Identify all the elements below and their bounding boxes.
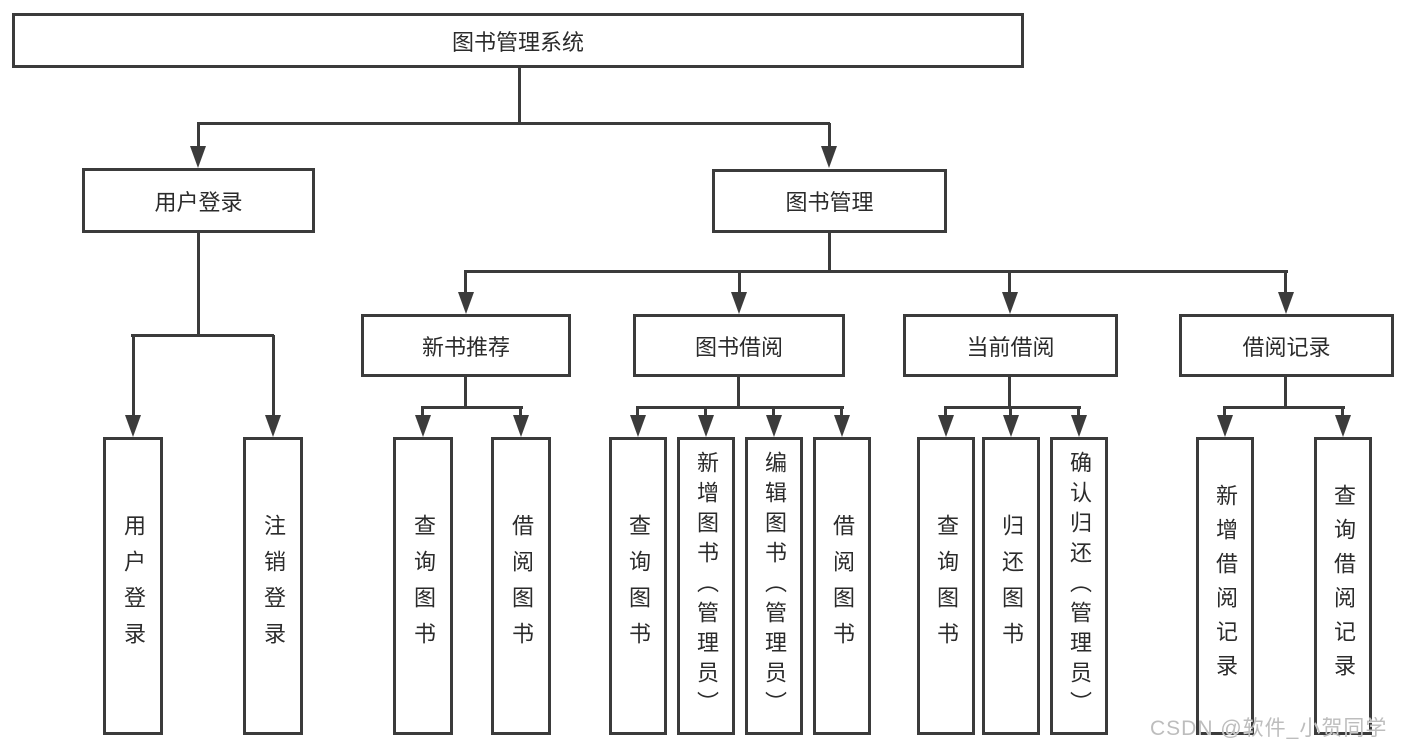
- node-user-login: 用户登录: [82, 168, 315, 233]
- connector-line: [197, 122, 830, 125]
- connector-line: [1341, 407, 1344, 418]
- arrowhead-icon: [821, 146, 837, 168]
- node-library-management-system: 图书管理系统: [12, 13, 1024, 68]
- connector-line: [132, 335, 135, 419]
- connector-line: [519, 407, 522, 418]
- leaf-br-add-record: 新增借阅记录: [1196, 437, 1254, 735]
- arrowhead-icon: [125, 415, 141, 437]
- connector-line: [518, 68, 521, 124]
- connector-line: [636, 407, 639, 418]
- leaf-user-login: 用户登录: [103, 437, 163, 735]
- connector-line: [272, 335, 275, 419]
- arrowhead-icon: [834, 415, 850, 437]
- arrowhead-icon: [1002, 292, 1018, 314]
- connector-line: [840, 407, 843, 418]
- leaf-br-query-record: 查询借阅记录: [1314, 437, 1372, 735]
- leaf-logout: 注销登录: [243, 437, 303, 735]
- connector-line: [1077, 407, 1080, 418]
- arrowhead-icon: [938, 415, 954, 437]
- leaf-bb-borrow-books: 借阅图书: [813, 437, 871, 735]
- connector-line: [197, 123, 200, 149]
- arrowhead-icon: [766, 415, 782, 437]
- node-current-borrowing: 当前借阅: [903, 314, 1118, 377]
- arrowhead-icon: [1217, 415, 1233, 437]
- connector-line: [1223, 406, 1345, 409]
- node-book-management: 图书管理: [712, 169, 947, 233]
- connector-line: [737, 377, 740, 407]
- connector-line: [131, 334, 274, 337]
- connector-line: [1009, 407, 1012, 418]
- leaf-cb-query-books: 查询图书: [917, 437, 975, 735]
- connector-line: [464, 270, 1288, 273]
- connector-line: [738, 271, 741, 296]
- arrowhead-icon: [1071, 415, 1087, 437]
- connector-line: [704, 407, 707, 418]
- arrowhead-icon: [1003, 415, 1019, 437]
- connector-line: [636, 406, 844, 409]
- connector-line: [828, 233, 831, 272]
- leaf-bb-edit-books-admin: 编辑图书（管理员）: [745, 437, 803, 735]
- arrowhead-icon: [630, 415, 646, 437]
- arrowhead-icon: [265, 415, 281, 437]
- node-book-borrowing: 图书借阅: [633, 314, 845, 377]
- connector-line: [464, 377, 467, 408]
- arrowhead-icon: [513, 415, 529, 437]
- connector-line: [944, 406, 1081, 409]
- node-borrowing-records: 借阅记录: [1179, 314, 1394, 377]
- csdn-watermark: CSDN @软件_小贺同学: [1150, 717, 1388, 740]
- connector-line: [944, 407, 947, 418]
- connector-line: [1284, 271, 1287, 296]
- connector-line: [828, 123, 831, 149]
- leaf-bb-add-books-admin: 新增图书（管理员）: [677, 437, 735, 735]
- arrowhead-icon: [1335, 415, 1351, 437]
- connector-line: [197, 233, 200, 336]
- node-new-book-recommendation: 新书推荐: [361, 314, 571, 377]
- leaf-nb-query-books: 查询图书: [393, 437, 453, 735]
- leaf-cb-return-books: 归还图书: [982, 437, 1040, 735]
- connector-line: [1008, 377, 1011, 408]
- connector-line: [1008, 271, 1011, 296]
- arrowhead-icon: [731, 292, 747, 314]
- leaf-bb-query-books: 查询图书: [609, 437, 667, 735]
- arrowhead-icon: [698, 415, 714, 437]
- connector-line: [421, 406, 523, 409]
- connector-line: [464, 271, 467, 296]
- connector-line: [1223, 407, 1226, 418]
- arrowhead-icon: [1278, 292, 1294, 314]
- connector-line: [1284, 377, 1287, 408]
- arrowhead-icon: [190, 146, 206, 168]
- arrowhead-icon: [415, 415, 431, 437]
- leaf-cb-confirm-return-admin: 确认归还（管理员）: [1050, 437, 1108, 735]
- connector-line: [421, 407, 424, 418]
- arrowhead-icon: [458, 292, 474, 314]
- leaf-nb-borrow-books: 借阅图书: [491, 437, 551, 735]
- connector-line: [772, 407, 775, 418]
